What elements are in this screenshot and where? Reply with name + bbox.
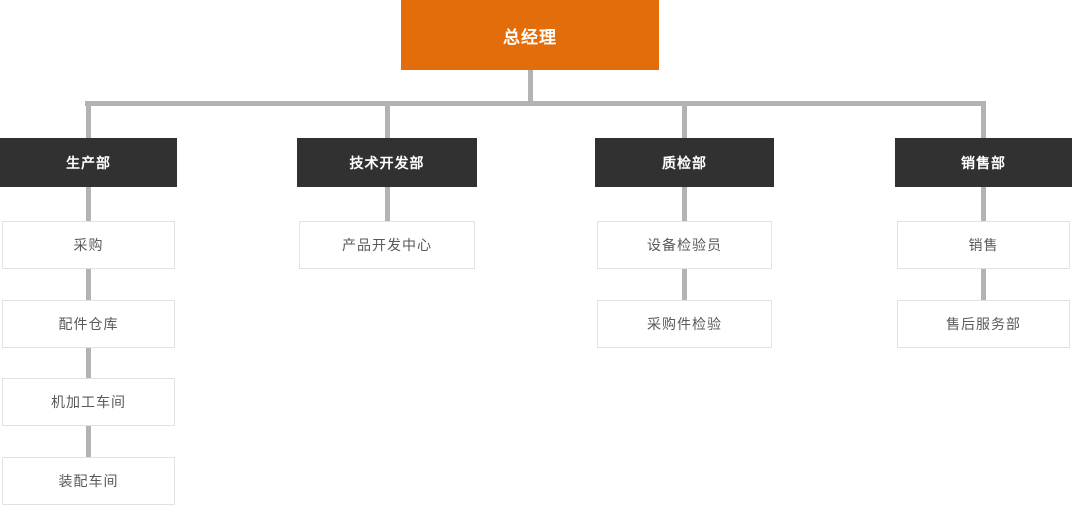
- connector-col0-top: [86, 101, 91, 138]
- connector-col1-row0: [384, 187, 390, 221]
- connector-col1-top: [384, 101, 390, 138]
- connector-col3-top: [981, 101, 986, 138]
- org-node-root: 总经理: [401, 0, 659, 70]
- org-node-dept-3: 销售部: [895, 138, 1072, 187]
- org-node-dept-0: 生产部: [0, 138, 177, 187]
- connector-col3-row0: [981, 187, 986, 221]
- org-node-dept-1: 技术开发部: [297, 138, 477, 187]
- org-node-col3-child1: 售后服务部: [897, 300, 1070, 348]
- connector-col0-row3: [86, 426, 91, 457]
- root-connector-line: [527, 70, 533, 106]
- connector-col2-top: [682, 101, 687, 138]
- org-node-dept-2: 质检部: [595, 138, 774, 187]
- org-node-col0-child0: 采购: [2, 221, 175, 269]
- connector-col0-row0: [86, 187, 91, 221]
- org-node-col0-child3: 装配车间: [2, 457, 175, 505]
- org-node-col3-child0: 销售: [897, 221, 1070, 269]
- org-node-col2-child0: 设备检验员: [597, 221, 772, 269]
- connector-col0-row2: [86, 348, 91, 378]
- tree-horizontal-line: [85, 101, 986, 106]
- connector-col0-row1: [86, 269, 91, 300]
- org-node-col0-child2: 机加工车间: [2, 378, 175, 426]
- org-node-col2-child1: 采购件检验: [597, 300, 772, 348]
- org-node-col0-child1: 配件仓库: [2, 300, 175, 348]
- connector-col3-row1: [981, 269, 986, 300]
- connector-col2-row1: [682, 269, 687, 300]
- org-node-col1-child0: 产品开发中心: [299, 221, 475, 269]
- connector-col2-row0: [682, 187, 687, 221]
